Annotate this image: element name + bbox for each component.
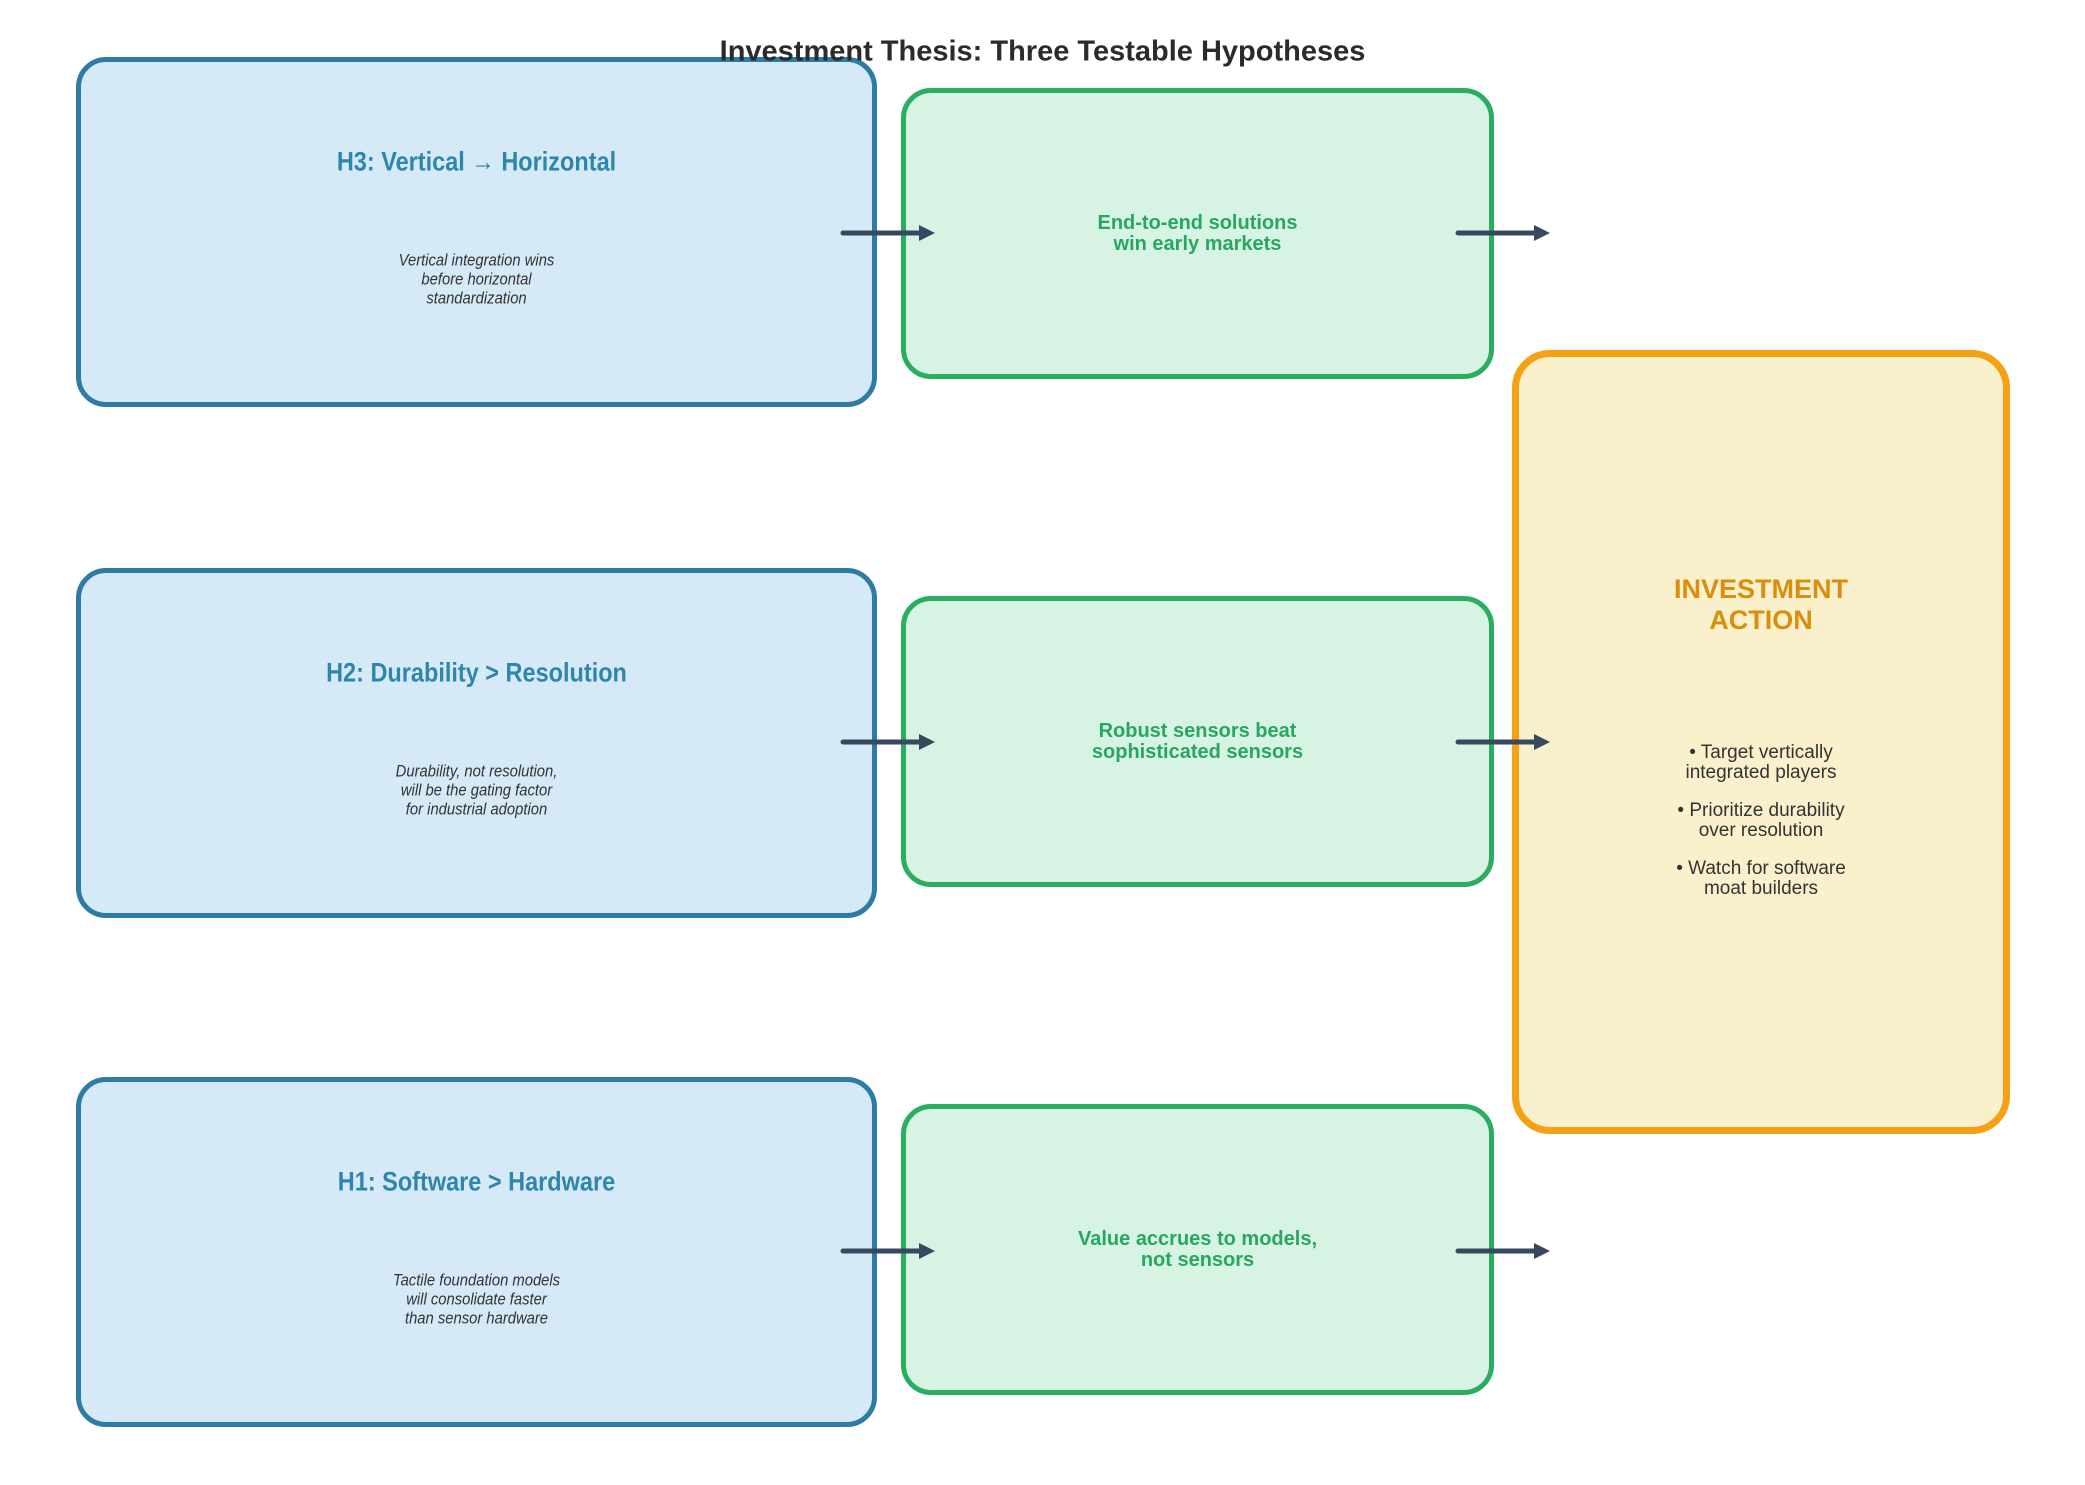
flow-arrow-h2-to-implication [840, 729, 937, 755]
diagram-title: Investment Thesis: Three Testable Hypoth… [719, 35, 1366, 68]
flow-arrow-h3-implication-out [1455, 220, 1552, 246]
hypothesis-heading-h3: H3: Vertical → Horizontal [336, 146, 617, 177]
hypothesis-box-h2: H2: Durability > Resolution Durability, … [76, 568, 877, 918]
flow-arrow-h1-to-implication [840, 1238, 937, 1264]
implication-box-h1: Value accrues to models,not sensors [901, 1104, 1494, 1395]
right-arrow-icon [1455, 225, 1550, 241]
right-arrow-icon [840, 734, 935, 750]
hypothesis-heading-h1: H1: Software > Hardware [337, 1166, 616, 1197]
right-arrow-icon [1455, 1243, 1550, 1259]
hypothesis-heading-h2: H2: Durability > Resolution [326, 657, 627, 688]
flow-arrow-h3-to-implication [840, 220, 937, 246]
hypothesis-detail-h2: Durability, not resolution,will be the g… [395, 761, 558, 819]
implication-text-h1: Value accrues to models,not sensors [1078, 1227, 1317, 1271]
flow-arrow-h1-implication-out [1455, 1238, 1552, 1264]
hypothesis-box-h3: H3: Vertical → Horizontal Vertical integ… [76, 57, 877, 407]
right-arrow-icon [840, 225, 935, 241]
hypothesis-box-h1: H1: Software > Hardware Tactile foundati… [76, 1077, 877, 1427]
right-arrow-icon [840, 1243, 935, 1259]
flow-arrow-h2-to-action [1455, 729, 1552, 755]
right-arrow-icon [1455, 734, 1550, 750]
